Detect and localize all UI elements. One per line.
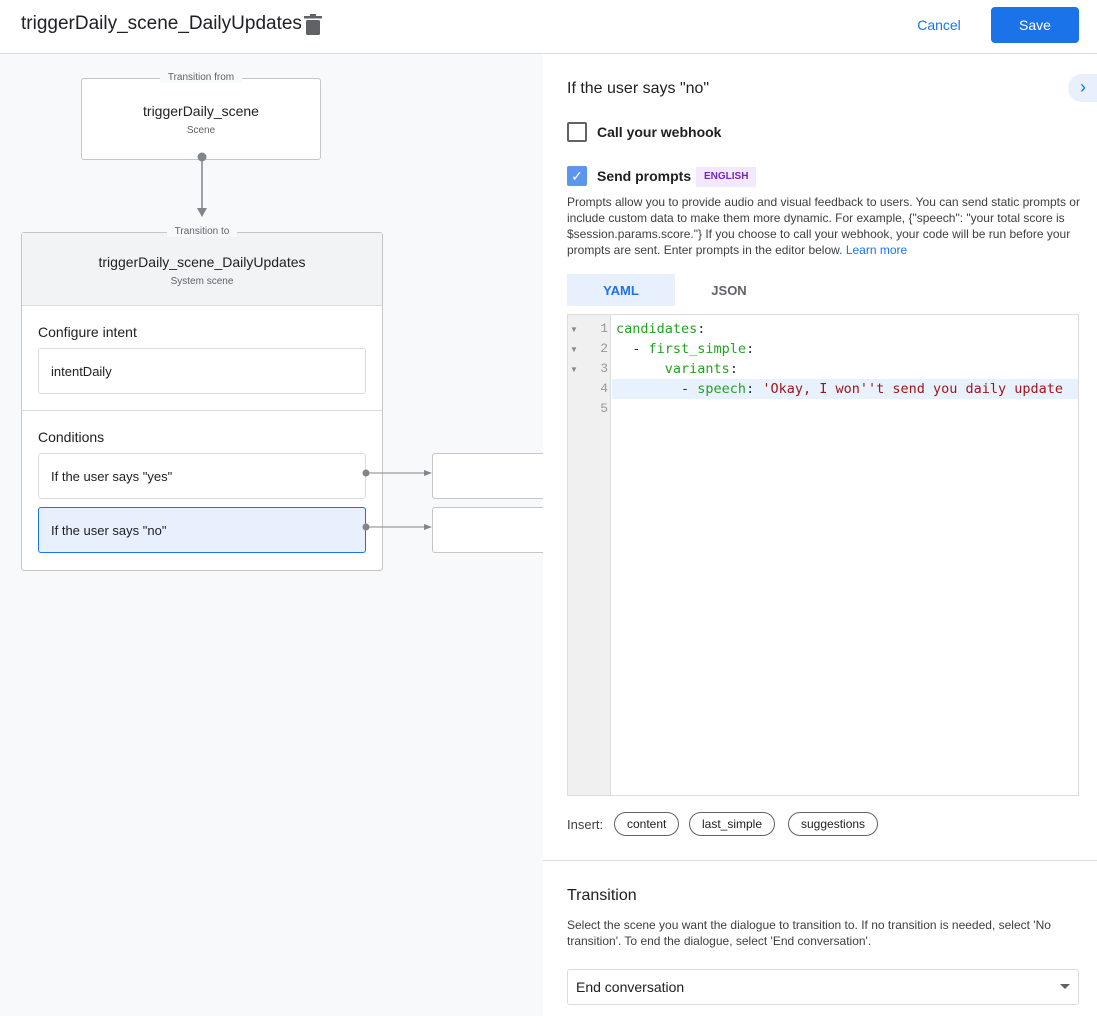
line-number: 1 [600, 321, 608, 336]
line-number: 2 [600, 341, 608, 356]
code-line-4: - speech: 'Okay, I won''t send you daily… [616, 381, 1064, 397]
from-scene-type: Scene [186, 125, 216, 136]
language-badge: ENGLISH [696, 167, 757, 187]
line-number: 4 [600, 381, 608, 396]
transition-from-legend: Transition from [159, 72, 243, 83]
divider [543, 860, 1097, 861]
fold-icon[interactable]: ▼ [570, 325, 578, 334]
from-scene-name: triggerDaily_scene [143, 103, 259, 119]
editor-gutter: ▼ ▼ ▼ 1 2 3 4 5 [568, 315, 611, 795]
panel-title: If the user says "no" [567, 80, 710, 97]
to-scene-name: triggerDaily_scene_DailyUpdates [98, 254, 306, 270]
code-line-2: - first_simple: [616, 341, 755, 357]
webhook-checkbox[interactable] [567, 122, 587, 142]
transition-title: Transition [567, 887, 637, 904]
save-button[interactable]: Save [991, 7, 1079, 43]
condition-yes[interactable]: If the user says "yes" [38, 453, 366, 499]
insert-label: Insert: [567, 817, 604, 832]
chevron-right-icon[interactable]: › [1068, 74, 1097, 102]
insert-chip-suggestions[interactable]: suggestions [788, 812, 879, 836]
configure-intent-heading: Configure intent [38, 324, 137, 340]
condition-no-target[interactable] [432, 507, 543, 553]
line-number: 3 [600, 361, 608, 376]
code-line-1: candidates: [616, 321, 706, 337]
condition-yes-target[interactable] [432, 453, 543, 499]
page-title: triggerDaily_scene_DailyUpdates [21, 13, 302, 34]
tab-yaml[interactable]: YAML [567, 274, 675, 306]
transition-to-legend: Transition to [166, 226, 238, 237]
fold-icon[interactable]: ▼ [570, 345, 578, 354]
transition-from-node[interactable]: Transition from triggerDaily_scene Scene [81, 72, 321, 160]
transition-to-node: Transition to triggerDaily_scene_DailyUp… [21, 226, 383, 571]
intent-field[interactable]: intentDaily [38, 348, 366, 394]
send-prompts-checkbox[interactable]: ✓ [567, 166, 587, 186]
insert-chip-content[interactable]: content [614, 812, 680, 836]
flow-canvas[interactable]: Transition from triggerDaily_scene Scene… [0, 54, 543, 1016]
line-number: 5 [600, 401, 608, 416]
insert-chip-last-simple[interactable]: last_simple [689, 812, 776, 836]
to-scene-type: System scene [170, 276, 234, 287]
dropdown-arrow-icon [1060, 984, 1070, 989]
webhook-label: Call your webhook [597, 124, 722, 140]
condition-panel: › If the user says "no" Call your webhoo… [543, 54, 1097, 1016]
learn-more-link[interactable]: Learn more [845, 243, 908, 257]
code-line-3: variants: [664, 361, 738, 377]
cancel-button[interactable]: Cancel [904, 8, 974, 42]
transition-select-value: End conversation [576, 979, 685, 995]
header: triggerDaily_scene_DailyUpdates Cancel S… [0, 0, 1097, 54]
description-text: Prompts allow you to provide audio and v… [567, 195, 1080, 257]
condition-no[interactable]: If the user says "no" [38, 507, 366, 553]
transition-arrow [197, 152, 207, 217]
fold-icon[interactable]: ▼ [570, 365, 578, 374]
tab-json[interactable]: JSON [711, 282, 747, 298]
condition-connectors [362, 469, 432, 531]
active-line-highlight [612, 379, 1078, 399]
transition-select[interactable]: End conversation [567, 969, 1079, 1005]
conditions-heading: Conditions [38, 429, 105, 445]
code-editor[interactable]: ▼ ▼ ▼ 1 2 3 4 5 candidates: - first_simp… [567, 314, 1079, 796]
send-prompts-label: Send prompts [597, 168, 692, 184]
prompts-description: Prompts allow you to provide audio and v… [567, 194, 1082, 258]
trash-icon[interactable] [304, 14, 322, 36]
transition-description: Select the scene you want the dialogue t… [567, 918, 1051, 948]
